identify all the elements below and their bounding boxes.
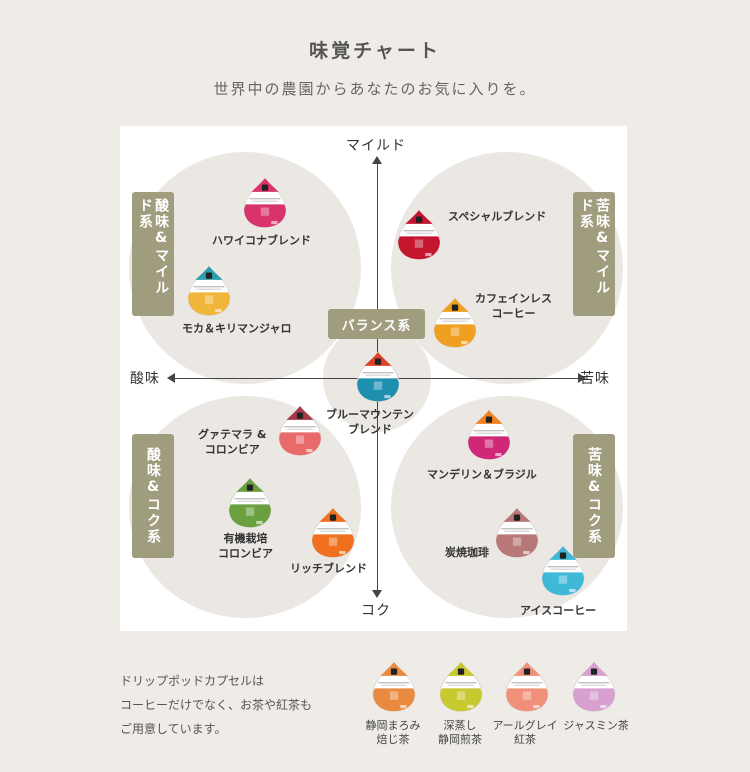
label-guatemala-line2: コロンビア	[204, 442, 260, 456]
label-iced-coffee: アイスコーヒー	[520, 604, 597, 617]
tea-note-line2: コーヒーだけでなく、お茶や紅茶も	[120, 698, 313, 712]
pod-rich-blend[interactable]	[308, 506, 358, 559]
label-jasmine-line1: ジャスミン茶	[563, 719, 629, 732]
label-guatemala-colombia: グァテマラ & コロンビア	[198, 428, 266, 458]
label-mocha-kilimanjaro: モカ＆キリマンジャロ	[182, 322, 292, 335]
tea-note-line3: ご用意しています。	[120, 722, 227, 736]
pod-blue-mountain[interactable]	[353, 350, 403, 403]
tea-note: ドリップポッドカプセルは コーヒーだけでなく、お茶や紅茶も ご用意しています。	[120, 669, 312, 741]
tea-note-line1: ドリップポッドカプセルは	[120, 674, 265, 688]
arrow-left-icon	[167, 373, 175, 383]
tag-acidity-mild: 酸味&マイルド系	[132, 192, 174, 316]
label-sencha-line2: 静岡煎茶	[438, 733, 482, 747]
label-decaf: カフェインレス コーヒー	[475, 292, 552, 322]
label-organic-line1: 有機栽培	[223, 532, 268, 545]
pod-jasmine[interactable]	[569, 660, 619, 713]
label-rich-blend: リッチブレンド	[290, 562, 367, 575]
label-mandheling-brazil: マンデリン＆ブラジル	[427, 468, 537, 481]
label-charcoal-roast: 炭焼珈琲	[445, 546, 489, 559]
pod-hawaii-kona[interactable]	[240, 176, 290, 229]
axis-label-body: コク	[361, 603, 391, 619]
arrow-up-icon	[372, 156, 382, 164]
label-houjicha: 静岡まろみ 焙じ茶	[360, 719, 426, 748]
label-sencha: 深蒸し 静岡煎茶	[427, 719, 493, 748]
label-hawaii-kona: ハワイコナブレンド	[212, 234, 311, 247]
pod-charcoal-roast[interactable]	[492, 506, 542, 559]
label-blue-mountain-line1: ブルーマウンテン	[326, 408, 414, 421]
pod-mandheling-brazil[interactable]	[464, 408, 514, 461]
page-title: 味覚チャート	[309, 40, 441, 62]
tag-bitter-body: 苦味&コク系	[573, 434, 615, 558]
axis-label-bitterness: 苦味	[580, 371, 610, 387]
taste-chart-panel: マイルド コク 酸味 苦味 酸味&マイルド系 苦味&マイルド系 酸味&コク系 苦…	[120, 126, 627, 631]
pod-houjicha[interactable]	[369, 660, 419, 713]
pod-special-blend[interactable]	[394, 208, 444, 261]
label-earl-grey: アールグレイ 紅茶	[490, 719, 560, 748]
pod-guatemala-colombia[interactable]	[275, 404, 325, 457]
label-earl-grey-line1: アールグレイ	[492, 719, 558, 732]
arrow-down-icon	[372, 590, 382, 598]
pod-sencha[interactable]	[436, 660, 486, 713]
arrow-right-icon	[578, 373, 586, 383]
label-earl-grey-line2: 紅茶	[514, 733, 536, 747]
label-organic-line2: コロンビア	[218, 546, 273, 560]
axis-label-acidity: 酸味	[130, 371, 160, 387]
label-sencha-line1: 深蒸し	[443, 719, 477, 732]
tag-balance: バランス系	[328, 309, 425, 339]
label-jasmine: ジャスミン茶	[560, 719, 632, 733]
tag-acidity-body: 酸味&コク系	[132, 434, 174, 558]
pod-organic-colombia[interactable]	[225, 476, 275, 529]
pod-mocha-kilimanjaro[interactable]	[184, 264, 234, 317]
pod-decaf[interactable]	[430, 296, 480, 349]
label-decaf-line2: コーヒー	[491, 306, 536, 320]
tag-bitter-mild: 苦味&マイルド系	[573, 192, 615, 316]
label-organic-colombia: 有機栽培 コロンビア	[218, 532, 273, 562]
label-decaf-line1: カフェインレス	[475, 292, 552, 305]
axis-label-mild: マイルド	[346, 138, 406, 154]
pod-iced-coffee[interactable]	[538, 544, 588, 597]
label-houjicha-line2: 焙じ茶	[376, 733, 410, 747]
label-blue-mountain-line2: ブレンド	[348, 422, 392, 436]
label-houjicha-line1: 静岡まろみ	[365, 719, 421, 732]
label-blue-mountain: ブルーマウンテン ブレンド	[326, 408, 414, 438]
label-guatemala-line1: グァテマラ &	[198, 428, 267, 441]
page-subtitle: 世界中の農園からあなたのお気に入りを。	[213, 80, 537, 98]
pod-earl-grey[interactable]	[502, 660, 552, 713]
label-special-blend: スペシャルブレンド	[448, 210, 547, 223]
